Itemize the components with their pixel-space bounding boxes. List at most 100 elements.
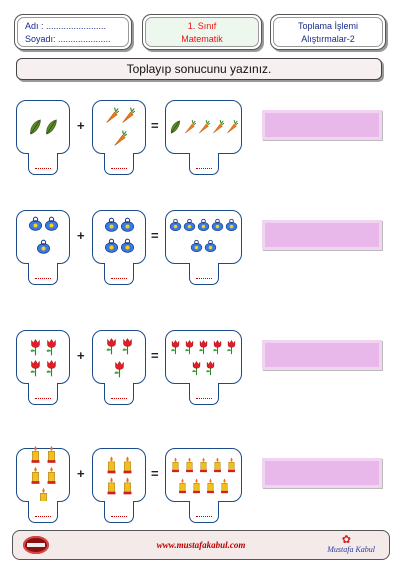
seal-logo-icon xyxy=(23,536,49,554)
candle-icon xyxy=(218,476,231,496)
sum-card xyxy=(165,210,242,264)
tulip-icon xyxy=(28,337,43,357)
equals-sign: = xyxy=(151,228,159,243)
tulip-icon xyxy=(104,335,119,357)
sum-card xyxy=(165,100,242,154)
left-addend-answer-slot[interactable] xyxy=(28,501,58,523)
left-addend-answer-slot[interactable] xyxy=(28,153,58,175)
leaf-icon xyxy=(44,116,59,138)
candle-icon xyxy=(28,444,43,464)
right-addend-answer-slot[interactable] xyxy=(104,153,134,175)
sum-answer-slot[interactable] xyxy=(188,263,219,285)
grade-label: 1. Sınıf xyxy=(187,21,217,31)
candle-icon xyxy=(120,455,135,475)
answer-box[interactable] xyxy=(262,458,382,488)
topic-header-box: Toplama İşlemi Alıştırmalar-2 xyxy=(270,14,386,50)
candle-icon xyxy=(120,476,135,496)
carrot-icon xyxy=(225,116,239,138)
carrot-icon xyxy=(104,105,119,127)
candle-icon xyxy=(197,455,210,475)
right-addend-answer-slot[interactable] xyxy=(104,383,134,405)
carrot-icon xyxy=(112,128,127,150)
candle-icon xyxy=(44,444,59,464)
signature: Mustafa Kabul xyxy=(327,545,375,554)
tulip-icon xyxy=(120,335,135,357)
tulip-icon xyxy=(183,337,196,357)
pacifier-icon xyxy=(44,215,59,237)
carrot-icon xyxy=(183,116,197,138)
footer-url[interactable]: www.mustafakabul.com xyxy=(156,540,246,550)
leaf-icon xyxy=(28,116,43,138)
footer: www.mustafakabul.com ✿ Mustafa Kabul xyxy=(12,530,390,560)
right-addend-card xyxy=(92,448,146,502)
pacifier-icon xyxy=(211,217,224,237)
topic-line-1: Toplama İşlemi xyxy=(297,21,359,31)
leaf-icon xyxy=(169,116,182,138)
pacifier-icon xyxy=(190,238,203,258)
pacifier-icon xyxy=(169,217,182,237)
carrot-icon xyxy=(211,116,225,138)
sum-card xyxy=(165,448,242,502)
pacifier-icon xyxy=(36,238,51,260)
sum-answer-slot[interactable] xyxy=(188,153,219,175)
pacifier-icon xyxy=(120,217,135,237)
tulip-icon xyxy=(169,337,182,357)
tulip-icon xyxy=(211,337,224,357)
equals-sign: = xyxy=(151,466,159,481)
sum-answer-slot[interactable] xyxy=(188,501,219,523)
answer-box[interactable] xyxy=(262,340,382,370)
tulip-icon xyxy=(197,337,210,357)
candle-icon xyxy=(183,455,196,475)
tulip-icon xyxy=(204,358,217,378)
right-addend-answer-slot[interactable] xyxy=(104,501,134,523)
right-addend-card xyxy=(92,100,146,154)
plus-sign: + xyxy=(77,466,85,481)
answer-box[interactable] xyxy=(262,110,382,140)
candle-icon xyxy=(190,476,203,496)
equals-sign: = xyxy=(151,348,159,363)
instruction-banner: Toplayıp sonucunu yazınız. xyxy=(16,58,382,80)
subject-label: Matematik xyxy=(181,34,223,44)
answer-box[interactable] xyxy=(262,220,382,250)
plus-sign: + xyxy=(77,348,85,363)
tulip-icon xyxy=(44,358,59,378)
surname-field[interactable]: Soyadı: ..................... xyxy=(25,34,111,44)
candle-icon xyxy=(44,465,59,485)
candle-icon xyxy=(204,476,217,496)
right-addend-card xyxy=(92,210,146,264)
candle-icon xyxy=(104,455,119,475)
pacifier-icon xyxy=(183,217,196,237)
pacifier-icon xyxy=(104,238,119,258)
left-addend-answer-slot[interactable] xyxy=(28,383,58,405)
tulip-icon xyxy=(28,358,43,378)
tulip-icon xyxy=(190,358,203,378)
pacifier-icon xyxy=(197,217,210,237)
right-addend-card xyxy=(92,330,146,384)
tulip-icon xyxy=(112,358,127,380)
plus-sign: + xyxy=(77,118,85,133)
name-field[interactable]: Adı : ........................ xyxy=(25,21,107,31)
name-header-box: Adı : ........................ Soyadı: .… xyxy=(14,14,132,50)
candle-icon xyxy=(211,455,224,475)
candle-icon xyxy=(176,476,189,496)
candle-icon xyxy=(169,455,182,475)
equals-sign: = xyxy=(151,118,159,133)
pacifier-icon xyxy=(120,238,135,258)
sum-card xyxy=(165,330,242,384)
right-addend-answer-slot[interactable] xyxy=(104,263,134,285)
plus-sign: + xyxy=(77,228,85,243)
tulip-icon xyxy=(44,337,59,357)
left-addend-card xyxy=(16,210,70,264)
sum-answer-slot[interactable] xyxy=(188,383,219,405)
candle-icon xyxy=(225,455,238,475)
flower-icon: ✿ xyxy=(341,534,351,546)
pacifier-icon xyxy=(225,217,238,237)
left-addend-card xyxy=(16,330,70,384)
pacifier-icon xyxy=(28,215,43,237)
pacifier-icon xyxy=(204,238,217,258)
carrot-icon xyxy=(120,105,135,127)
topic-line-2: Alıştırmalar-2 xyxy=(301,34,355,44)
candle-icon xyxy=(104,476,119,496)
left-addend-answer-slot[interactable] xyxy=(28,263,58,285)
tulip-icon xyxy=(225,337,238,357)
